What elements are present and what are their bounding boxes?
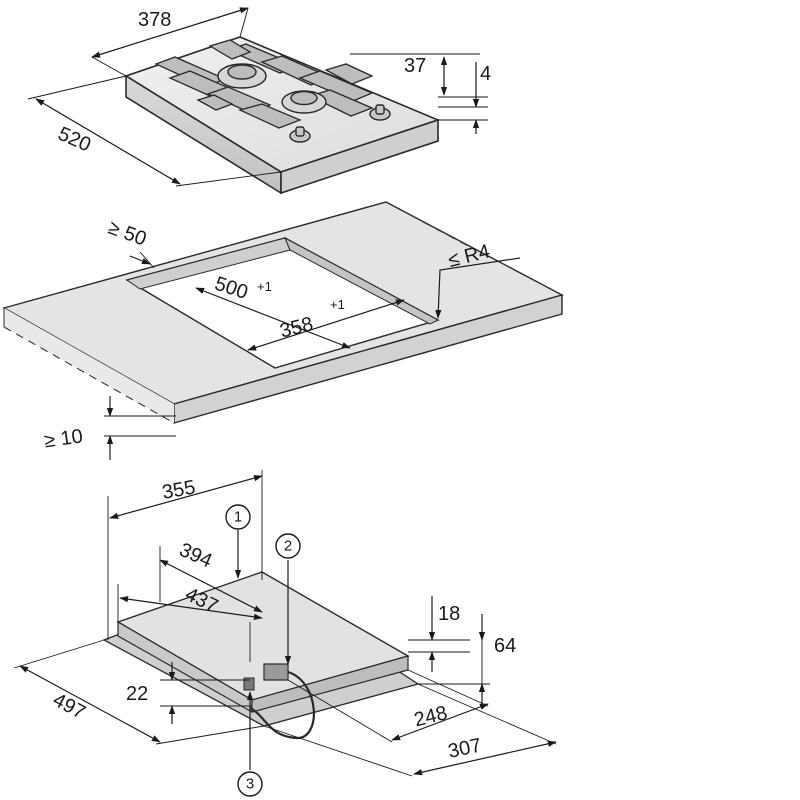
dim-355-label: 355 <box>160 476 197 503</box>
dim-497-label: 497 <box>49 689 89 724</box>
callout-1: 1 <box>234 509 242 526</box>
dim-cutout-depth-tolerance: +1 <box>257 279 272 294</box>
dim-4-label: 4 <box>480 63 491 85</box>
callout-2: 2 <box>284 538 292 555</box>
dim-248-label: 248 <box>412 702 450 731</box>
dim-37-label: 37 <box>404 55 426 77</box>
dim-394-label: 394 <box>176 539 215 573</box>
callout-3: 3 <box>246 776 254 793</box>
dim-min-worktop-thickness-label: ≥ 10 <box>43 425 84 452</box>
dim-cutout-width-tolerance: +1 <box>330 297 345 312</box>
dim-307-label: 307 <box>446 734 483 762</box>
dim-22-label: 22 <box>126 683 148 705</box>
hob-dimensions: 378 520 37 4 <box>27 7 491 187</box>
dim-18-label: 18 <box>438 603 460 625</box>
dim-min-edge-distance-label: ≥ 50 <box>105 217 149 251</box>
worktop-illustration <box>2 201 564 424</box>
dim-520-label: 520 <box>55 123 94 157</box>
underside-illustration <box>102 571 420 740</box>
dim-378-label: 378 <box>138 9 171 31</box>
dim-64-label: 64 <box>494 635 516 657</box>
hob-illustration <box>124 36 441 195</box>
